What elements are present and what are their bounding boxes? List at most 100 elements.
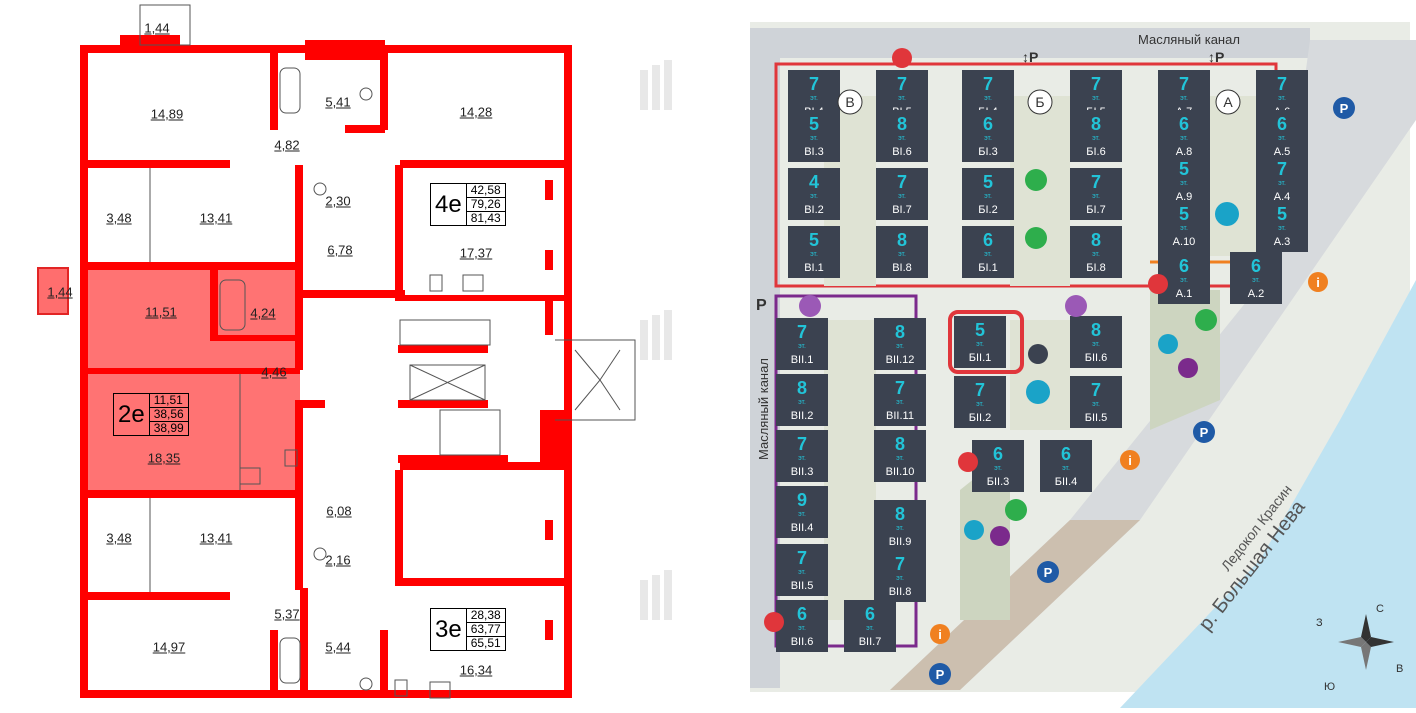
building-tile[interactable] [788, 226, 840, 278]
building-БI.6[interactable]: 8эт.БI.6 [1070, 110, 1122, 162]
building-ВII.9[interactable]: 8эт.ВII.9 [874, 500, 926, 552]
building-tile[interactable] [1040, 440, 1092, 492]
entrance-icon[interactable] [764, 612, 784, 632]
building-tile[interactable] [1070, 376, 1122, 428]
building-tile[interactable] [1230, 252, 1282, 304]
building-tile[interactable] [874, 318, 926, 370]
apartment-info-3e[interactable]: 3е 28,38 63,77 65,51 [430, 608, 506, 651]
building-БII.3[interactable]: 6эт.БII.3 [972, 440, 1024, 492]
parking-icon[interactable]: P [1193, 421, 1215, 443]
building-А.3[interactable]: 5эт.А.3 [1256, 200, 1308, 252]
building-А.5[interactable]: 6эт.А.5 [1256, 110, 1308, 162]
selected-apartment-2e[interactable] [37, 267, 300, 495]
sport-icon[interactable] [1178, 358, 1198, 378]
building-tile[interactable] [972, 440, 1024, 492]
building-ВI.2[interactable]: 4эт.ВI.2 [788, 168, 840, 220]
building-tile[interactable] [776, 486, 828, 538]
building-tile[interactable] [1070, 226, 1122, 278]
building-tile[interactable] [874, 500, 926, 552]
building-БI.1[interactable]: 6эт.БI.1 [962, 226, 1014, 278]
yoga-icon[interactable] [799, 295, 821, 317]
parking-icon[interactable]: P [929, 663, 951, 685]
sport-icon[interactable] [990, 526, 1010, 546]
building-tile[interactable] [1256, 155, 1308, 207]
building-tile[interactable] [1158, 155, 1210, 207]
building-tile[interactable] [874, 550, 926, 602]
building-tile[interactable] [962, 110, 1014, 162]
building-tile[interactable] [776, 600, 828, 652]
building-ВI.3[interactable]: 5эт.ВI.3 [788, 110, 840, 162]
building-БII.2[interactable]: 7эт.БII.2 [954, 376, 1006, 428]
building-ВII.2[interactable]: 8эт.ВII.2 [776, 374, 828, 426]
building-tile[interactable] [776, 374, 828, 426]
building-tile[interactable] [1256, 110, 1308, 162]
building-ВII.6[interactable]: 6эт.ВII.6 [776, 600, 828, 652]
building-А.1[interactable]: 6эт.А.1 [1158, 252, 1210, 304]
building-tile[interactable] [1070, 168, 1122, 220]
pool-icon[interactable] [1215, 202, 1239, 226]
bbq-icon[interactable] [1005, 499, 1027, 521]
building-БII.5[interactable]: 7эт.БII.5 [1070, 376, 1122, 428]
building-ВII.7[interactable]: 6эт.ВII.7 [844, 600, 896, 652]
building-tile[interactable] [776, 544, 828, 596]
info-icon[interactable]: i [1308, 272, 1328, 292]
building-tile[interactable] [1158, 200, 1210, 252]
building-tile[interactable] [962, 226, 1014, 278]
pool-icon[interactable] [1026, 380, 1050, 404]
building-БI.8[interactable]: 8эт.БI.8 [1070, 226, 1122, 278]
building-tile[interactable] [954, 376, 1006, 428]
building-tile[interactable] [776, 430, 828, 482]
entrance-icon[interactable] [958, 452, 978, 472]
building-ВI.6[interactable]: 8эт.ВI.6 [876, 110, 928, 162]
building-tile[interactable] [962, 168, 1014, 220]
parking-icon[interactable]: P [1333, 97, 1355, 119]
building-tile[interactable] [776, 318, 828, 370]
building-ВII.10[interactable]: 8эт.ВII.10 [874, 430, 926, 482]
building-А.8[interactable]: 6эт.А.8 [1158, 110, 1210, 162]
building-tile[interactable] [876, 110, 928, 162]
building-tile[interactable] [1158, 252, 1210, 304]
building-tile[interactable] [788, 110, 840, 162]
building-ВI.8[interactable]: 8эт.ВI.8 [876, 226, 928, 278]
building-ВII.12[interactable]: 8эт.ВII.12 [874, 318, 926, 370]
bbq-icon[interactable] [1025, 169, 1047, 191]
bbq-icon[interactable] [1025, 227, 1047, 249]
building-tile[interactable] [1158, 110, 1210, 162]
building-БII.6[interactable]: 8эт.БII.6 [1070, 316, 1122, 368]
building-А.9[interactable]: 5эт.А.9 [1158, 155, 1210, 207]
building-А.10[interactable]: 5эт.А.10 [1158, 200, 1210, 252]
info-icon[interactable]: i [930, 624, 950, 644]
building-tile[interactable] [788, 168, 840, 220]
building-БI.3[interactable]: 6эт.БI.3 [962, 110, 1014, 162]
building-ВI.1[interactable]: 5эт.ВI.1 [788, 226, 840, 278]
building-tile[interactable] [876, 168, 928, 220]
building-ВII.1[interactable]: 7эт.ВII.1 [776, 318, 828, 370]
building-tile[interactable] [1070, 110, 1122, 162]
building-БII.1[interactable]: 5эт.БII.1 [954, 316, 1006, 368]
building-tile[interactable] [874, 430, 926, 482]
apartment-info-2e[interactable]: 2е 11,51 38,56 38,99 [113, 393, 189, 436]
building-ВII.8[interactable]: 7эт.ВII.8 [874, 550, 926, 602]
building-tile[interactable] [874, 374, 926, 426]
selected-building-highlight[interactable] [948, 310, 1024, 374]
bbq-icon[interactable] [1195, 309, 1217, 331]
building-ВII.4[interactable]: 9эт.ВII.4 [776, 486, 828, 538]
building-tile[interactable] [876, 226, 928, 278]
building-БI.2[interactable]: 5эт.БI.2 [962, 168, 1014, 220]
apartment-info-4e[interactable]: 4е 42,58 79,26 81,43 [430, 183, 506, 226]
parking-icon[interactable]: P [1037, 561, 1059, 583]
fountain-icon[interactable] [1028, 344, 1048, 364]
entrance-icon[interactable] [1148, 274, 1168, 294]
info-icon[interactable]: i [1120, 450, 1140, 470]
playground-icon[interactable] [1158, 334, 1178, 354]
building-tile[interactable] [1070, 316, 1122, 368]
yoga-icon[interactable] [1065, 295, 1087, 317]
building-ВII.11[interactable]: 7эт.ВII.11 [874, 374, 926, 426]
building-БII.4[interactable]: 6эт.БII.4 [1040, 440, 1092, 492]
building-tile[interactable] [954, 316, 1006, 368]
building-БI.7[interactable]: 7эт.БI.7 [1070, 168, 1122, 220]
entrance-icon[interactable] [892, 48, 912, 68]
playground-icon[interactable] [964, 520, 984, 540]
building-tile[interactable] [1256, 200, 1308, 252]
building-А.4[interactable]: 7эт.А.4 [1256, 155, 1308, 207]
